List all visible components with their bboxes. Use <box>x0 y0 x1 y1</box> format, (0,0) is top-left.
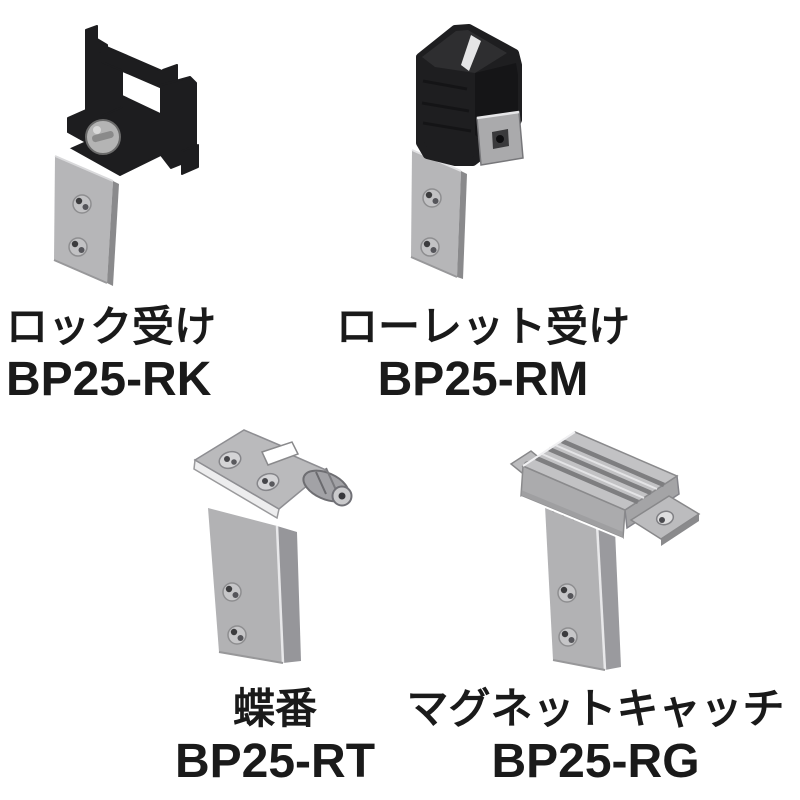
magnet-catch-illustration <box>509 431 701 671</box>
knurl-receiver-illustration <box>410 24 524 279</box>
lock-receiver-image <box>40 15 220 290</box>
label-hinge: 蝶番 BP25-RT <box>150 681 400 787</box>
knurl-receiver-image <box>395 15 575 285</box>
label-lock-receiver: ロック受け BP25-RK <box>6 299 326 405</box>
product-name: マグネットキャッチ <box>406 685 785 732</box>
magnet-catch-image <box>505 420 705 680</box>
hinge-image <box>180 420 360 675</box>
product-name: ロック受け <box>6 303 217 350</box>
hinge-illustration <box>193 429 353 664</box>
lock-receiver-illustration <box>53 25 199 286</box>
product-code: BP25-RM <box>377 353 589 406</box>
product-code: BP25-RG <box>491 735 700 788</box>
product-code: BP25-RK <box>6 353 212 406</box>
product-code: BP25-RT <box>174 735 376 788</box>
label-magnet-catch: マグネットキャッチ BP25-RG <box>398 681 793 787</box>
label-knurl-receiver: ローレット受け BP25-RM <box>318 299 648 405</box>
product-name: ローレット受け <box>335 303 630 350</box>
product-name: 蝶番 <box>232 685 317 732</box>
